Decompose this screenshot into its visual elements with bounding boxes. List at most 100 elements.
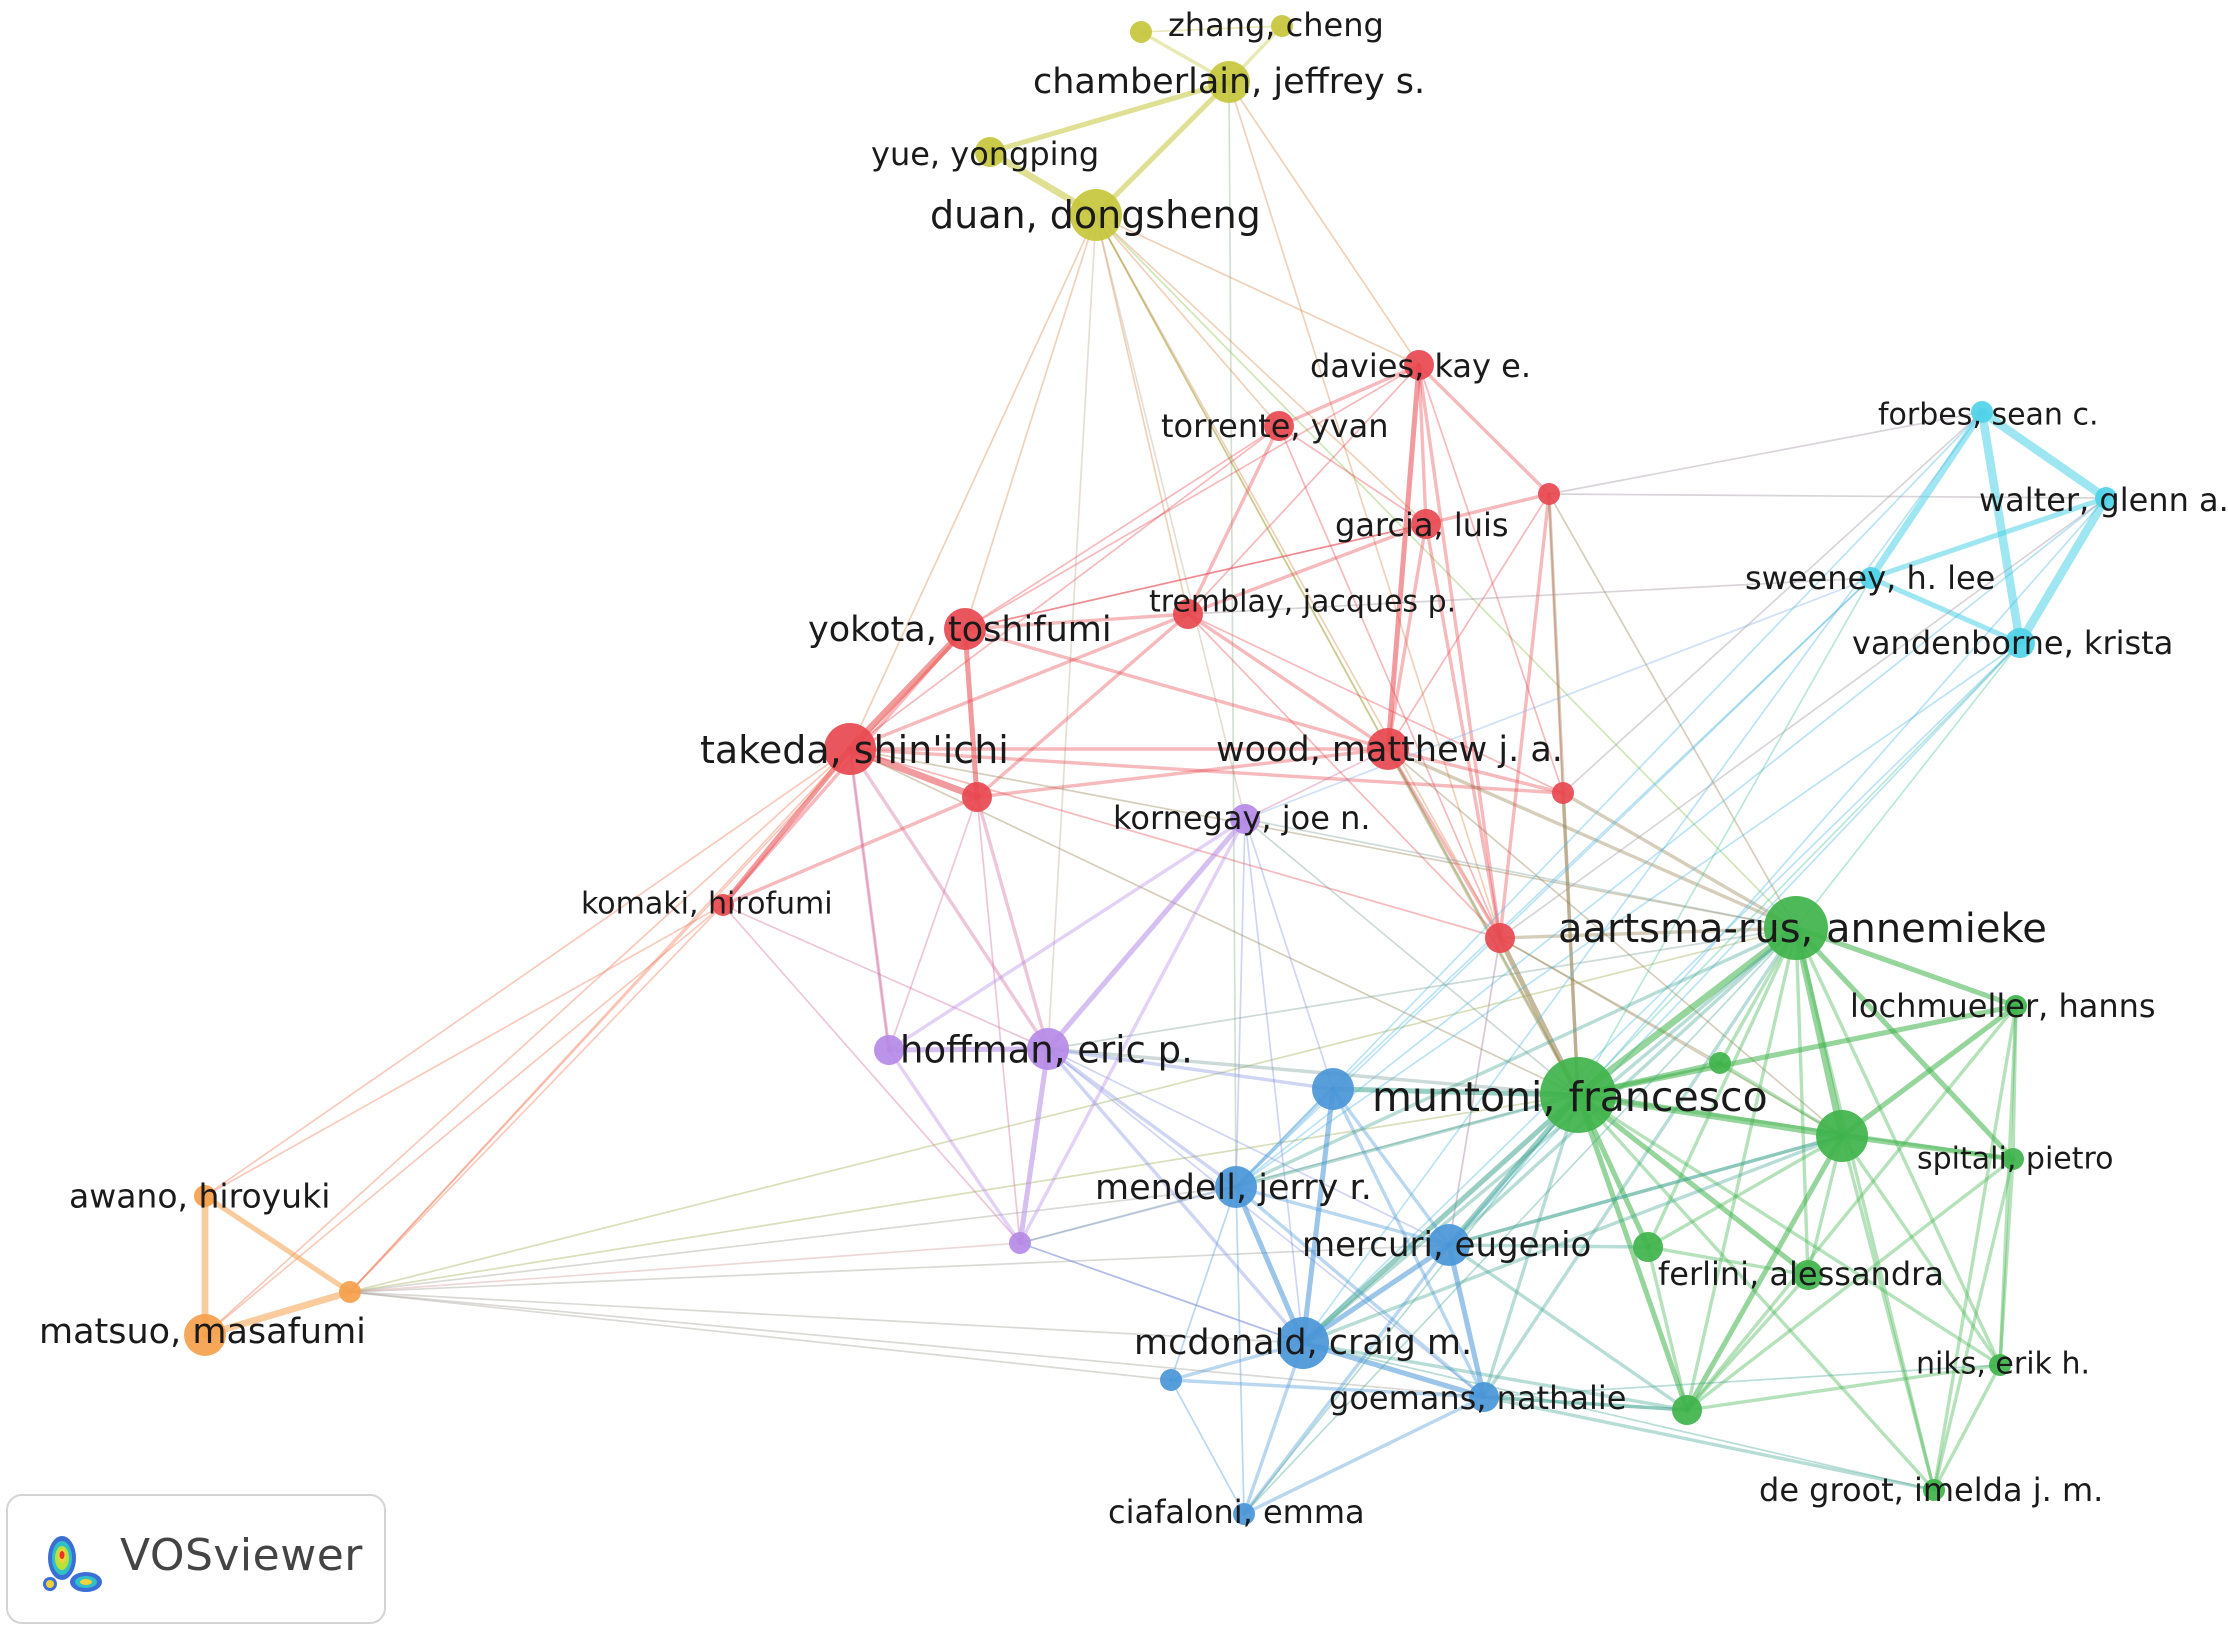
label-hoffman[interactable]: hoffman, eric p. [900, 1029, 1193, 1072]
link-mercuri-grn5 [1447, 1134, 1844, 1247]
label-lochmueller[interactable]: lochmueller, hanns [1850, 987, 2156, 1025]
link-wood-aartsma [1386, 747, 1798, 930]
link-duan-tremblay [1095, 214, 1189, 615]
node-yokota[interactable] [944, 608, 986, 650]
label-muntoni[interactable]: muntoni, francesco [1372, 1073, 1768, 1121]
node-blu5[interactable] [1160, 1369, 1182, 1391]
node-red3[interactable] [1538, 483, 1560, 505]
node-yue[interactable] [975, 137, 1005, 167]
node-hoffman[interactable] [1027, 1028, 1069, 1070]
label-chamberlain[interactable]: chamberlain, jeffrey s. [1033, 62, 1425, 102]
node-grn7[interactable] [1633, 1232, 1663, 1262]
link-mendell-mcdonald [1233, 1184, 1306, 1346]
node-spitali[interactable] [2002, 1148, 2024, 1170]
node-red12[interactable] [1485, 923, 1515, 953]
link-spitali-niks [1998, 1157, 2015, 1367]
link-duan-garcia [1095, 214, 1427, 525]
link-degroot-goemans [1482, 1395, 1936, 1492]
vosviewer-badge[interactable]: VOSviewer [6, 1494, 386, 1624]
label-ferlini[interactable]: ferlini, alessandra [1658, 1255, 1944, 1293]
node-niks[interactable] [1989, 1354, 2011, 1376]
node-pur3[interactable] [874, 1035, 904, 1065]
node-layer [184, 15, 2117, 1525]
label-walter[interactable]: walter, glenn a. [1979, 481, 2228, 519]
label-zhang[interactable]: zhang, cheng [1168, 6, 1384, 44]
label-mercuri[interactable]: mercuri, eugenio [1302, 1225, 1591, 1265]
node-ciafaloni[interactable] [1233, 1503, 1255, 1525]
label-vandenborne[interactable]: vandenborne, krista [1852, 624, 2173, 662]
node-grn5[interactable] [1816, 1110, 1868, 1162]
label-duan[interactable]: duan, dongsheng [930, 193, 1261, 237]
node-forbes[interactable] [1971, 401, 1993, 423]
label-torrente[interactable]: torrente, yvan [1161, 407, 1388, 445]
node-walter[interactable] [2095, 487, 2117, 509]
link-yokota-red8 [962, 626, 980, 800]
node-aartsma[interactable] [1764, 896, 1828, 960]
node-muntoni[interactable] [1540, 1057, 1616, 1133]
label-takeda[interactable]: takeda, shin'ichi [700, 728, 1009, 772]
link-aartsma-degroot [1794, 926, 1936, 1492]
node-komaki[interactable] [712, 894, 734, 916]
node-grn3[interactable] [1709, 1052, 1731, 1074]
label-tremblay[interactable]: tremblay, jacques p. [1149, 585, 1456, 620]
node-davies[interactable] [1404, 350, 1434, 380]
node-mercuri[interactable] [1428, 1224, 1470, 1266]
node-mendell[interactable] [1215, 1166, 1257, 1208]
node-zhang[interactable] [1271, 15, 1293, 37]
node-goemans[interactable] [1469, 1382, 1499, 1412]
node-awano[interactable] [194, 1185, 216, 1207]
link-chamberlain-yue [987, 79, 1232, 155]
node-duan[interactable] [1070, 189, 1122, 241]
link-aartsma-mcdonald [1301, 926, 1798, 1345]
link-davies-garcia [1417, 363, 1428, 526]
link-aartsma-grn5 [1792, 924, 1846, 1140]
label-mcdonald[interactable]: mcdonald, craig m. [1134, 1323, 1472, 1363]
node-pur4[interactable] [1009, 1232, 1031, 1254]
link-lochmueller-degroot [1932, 1004, 2018, 1492]
node-org3[interactable] [339, 1281, 361, 1303]
label-goemans[interactable]: goemans, nathalie [1329, 1379, 1626, 1417]
label-garcia[interactable]: garcia, luis [1335, 506, 1509, 544]
label-sweeney[interactable]: sweeney, h. lee [1745, 559, 1995, 597]
node-mcdonald[interactable] [1277, 1317, 1329, 1369]
node-yel2[interactable] [1130, 21, 1152, 43]
node-garcia[interactable] [1411, 509, 1441, 539]
node-red10[interactable] [1552, 782, 1574, 804]
label-komaki[interactable]: komaki, hirofumi [581, 887, 833, 922]
link-aartsma-ferlini [1794, 926, 1810, 1277]
node-matsuo[interactable] [184, 1314, 226, 1356]
node-tremblay[interactable] [1173, 599, 1203, 629]
label-spitali[interactable]: spitali, pietro [1917, 1142, 2114, 1177]
node-grn10[interactable] [1672, 1395, 1702, 1425]
node-blu1[interactable] [1312, 1068, 1354, 1110]
node-ferlini[interactable] [1793, 1260, 1823, 1290]
label-ciafaloni[interactable]: ciafaloni, emma [1108, 1493, 1365, 1531]
link-red12-grn5 [1499, 937, 1843, 1137]
node-wood[interactable] [1367, 728, 1409, 770]
link-hoffman-pur4 [1017, 1046, 1051, 1246]
label-aartsma[interactable]: aartsma-rus, annemieke [1558, 906, 2047, 952]
label-wood[interactable]: wood, matthew j. a. [1216, 730, 1563, 770]
node-torrente[interactable] [1264, 411, 1294, 441]
link-red10-muntoni [1561, 791, 1580, 1097]
node-sweeney[interactable] [1860, 567, 1882, 589]
node-lochmueller[interactable] [2005, 995, 2027, 1017]
label-yokota[interactable]: yokota, toshifumi [808, 610, 1112, 650]
label-niks[interactable]: niks, erik h. [1916, 1347, 2090, 1382]
link-aartsma-muntoni [1574, 924, 1800, 1099]
node-red8[interactable] [962, 782, 992, 812]
node-vandenborne[interactable] [2005, 628, 2035, 658]
node-degroot[interactable] [1923, 1479, 1945, 1501]
node-kornegay[interactable] [1230, 804, 1260, 834]
label-forbes[interactable]: forbes, sean c. [1878, 398, 2099, 433]
label-davies[interactable]: davies, kay e. [1310, 347, 1531, 385]
label-awano[interactable]: awano, hiroyuki [69, 1177, 330, 1216]
label-degroot[interactable]: de groot, imelda j. m. [1759, 1471, 2103, 1509]
label-matsuo[interactable]: matsuo, masafumi [39, 1312, 366, 1352]
link-aartsma-lochmueller [1793, 925, 2019, 1009]
label-mendell[interactable]: mendell, jerry r. [1095, 1168, 1372, 1208]
node-takeda[interactable] [824, 723, 876, 775]
label-kornegay[interactable]: kornegay, joe n. [1113, 799, 1371, 837]
label-yue[interactable]: yue, yongping [871, 135, 1099, 173]
node-chamberlain[interactable] [1208, 61, 1250, 103]
